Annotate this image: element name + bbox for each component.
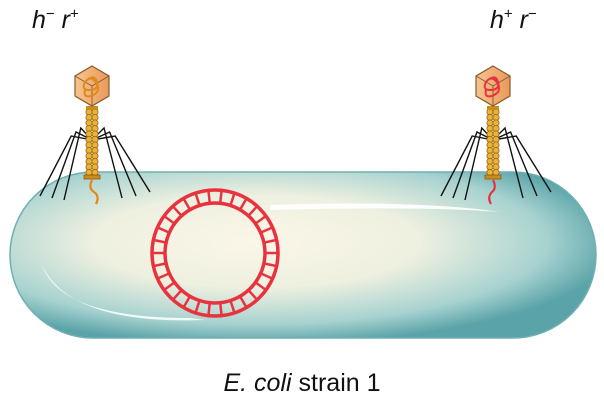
tail-fiber (492, 131, 538, 197)
plasmid-rung (182, 197, 192, 211)
gene-r-left-sign: + (69, 5, 79, 23)
base-plate (83, 174, 101, 180)
phage-left-genotype-label: h− r+ (32, 6, 79, 35)
phage-right-genotype-label: h+ r− (490, 6, 537, 35)
circular-dna-plasmid (150, 188, 280, 318)
plasmid-rung (207, 190, 212, 204)
gene-r-right: r (519, 6, 528, 34)
caption-species: E. coli (223, 369, 292, 397)
gene-h-left: h (32, 6, 46, 34)
plasmid-rung (171, 289, 183, 301)
collar (86, 106, 98, 110)
tail-fiber (440, 135, 494, 197)
tail-fiber (492, 135, 552, 193)
plasmid-rung (247, 289, 259, 301)
phage-right (440, 65, 552, 205)
gene-h-right-sign: + (503, 5, 513, 23)
tail-fiber (91, 131, 137, 197)
plasmid-rung (254, 281, 267, 292)
phage-left (39, 65, 151, 205)
plasmid-rung (238, 295, 248, 309)
tail-fiber (39, 135, 93, 197)
plasmid-rung (229, 300, 236, 314)
plasmid-rung (218, 302, 223, 316)
plasmid-rung (218, 190, 223, 204)
plasmid-rung (247, 205, 259, 217)
collar (487, 106, 499, 110)
gene-h-right: h (490, 6, 504, 34)
plasmid-rung (263, 262, 277, 268)
plasmid-rung (238, 197, 248, 211)
plasmid-rung (182, 295, 192, 309)
plasmid-rung (153, 262, 167, 268)
plasmid-rung (229, 192, 236, 206)
gene-r-left: r (61, 6, 70, 34)
plasmid-rung (163, 281, 176, 292)
plasmid-rung (254, 214, 267, 225)
caption-strain: strain 1 (291, 369, 381, 397)
plasmid-rung (153, 238, 167, 244)
plasmid-rung (263, 238, 277, 244)
base-plate (484, 174, 502, 180)
plasmid-rung (194, 192, 201, 206)
plasmid-rung (260, 272, 274, 280)
plasmid-rung (194, 300, 201, 314)
cell-highlight-upper (270, 203, 500, 212)
plasmid-rung (163, 214, 176, 225)
packaged-dna (82, 76, 100, 98)
figure-caption: E. coli strain 1 (0, 369, 604, 398)
plasmid-rung (260, 226, 274, 234)
plasmid-rung (171, 205, 183, 217)
plasmid-rung (156, 272, 170, 280)
gene-h-left-sign: − (45, 5, 55, 23)
plasmid-rung (207, 302, 212, 316)
injected-dna (488, 179, 496, 205)
packaged-dna (483, 76, 501, 98)
gene-r-right-sign: − (527, 5, 537, 23)
ecoli-cell (9, 171, 597, 339)
tail-fiber (91, 135, 151, 193)
plasmid-rung (156, 226, 170, 234)
injected-dna (89, 179, 99, 205)
